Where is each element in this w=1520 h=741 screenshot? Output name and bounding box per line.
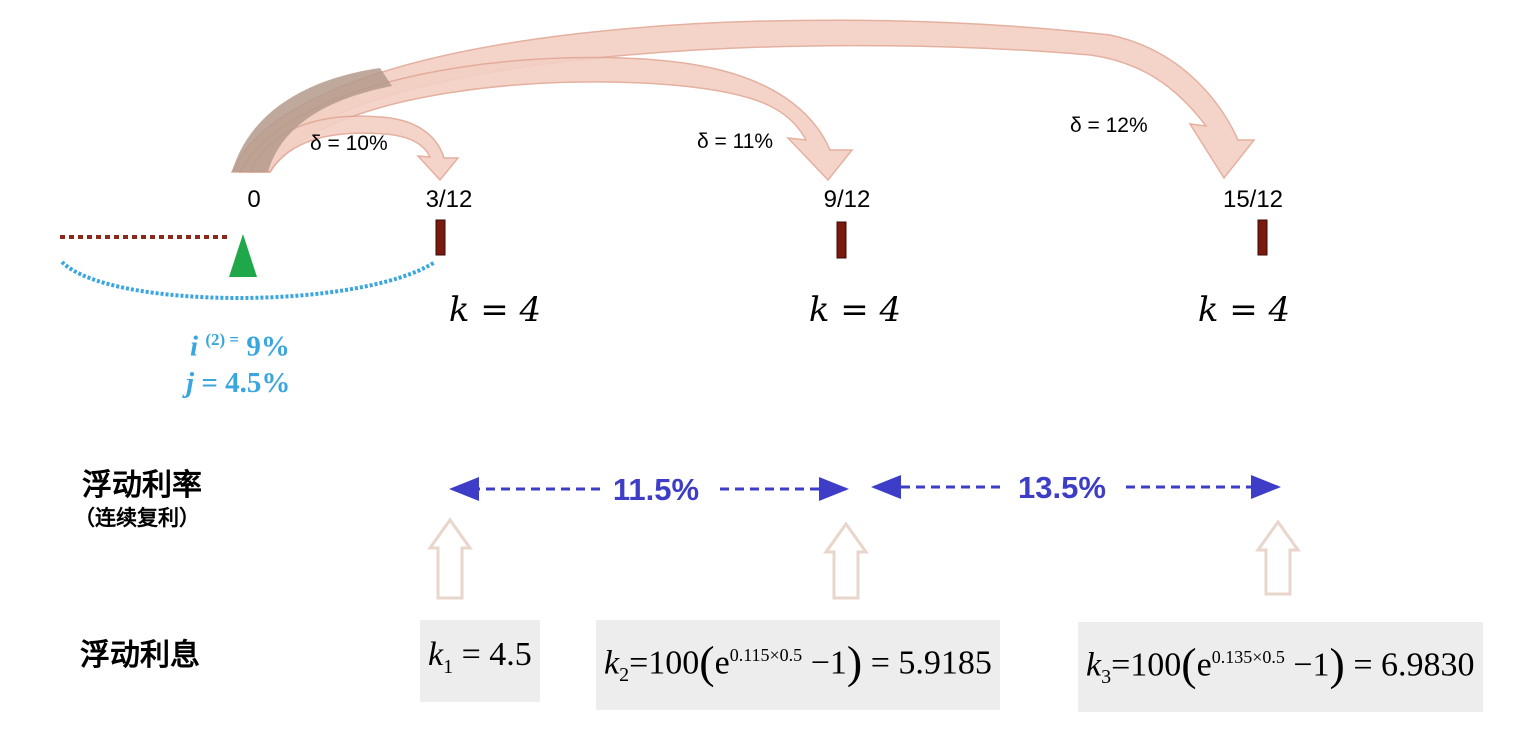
floating-interest-heading: 浮动利息 xyxy=(80,638,200,673)
formula-k1: k1 = 4.5 xyxy=(420,620,540,702)
formula-k2-rparen: ) xyxy=(846,636,863,688)
formula-k2: k2=100(e0.115×0.5 −1) = 5.9185 xyxy=(596,620,1000,711)
nominal-rate-symbol: i xyxy=(190,330,199,363)
time-label-9-12: 9/12 xyxy=(823,186,871,213)
rate-value-2: 13.5% xyxy=(1008,470,1116,506)
up-arrow-2 xyxy=(823,521,869,600)
origin-label: 0 xyxy=(247,186,261,213)
formula-k2-exp: 0.115×0.5 xyxy=(729,645,803,665)
nominal-rate-sup: (2) = xyxy=(205,330,240,349)
rate-value-1: 11.5% xyxy=(602,472,710,508)
formula-k1-sub: 1 xyxy=(443,655,454,678)
formula-k1-expr: = 4.5 xyxy=(461,636,532,673)
nominal-rate: i (2) = 9% xyxy=(190,330,290,364)
floating-rate-heading: 浮动利率 xyxy=(82,468,202,503)
periodic-rate: j = 4.5% xyxy=(186,367,290,400)
tick-marker-15-12 xyxy=(1257,219,1268,256)
formula-k2-lparen: ( xyxy=(699,636,715,688)
floating-rate-subheading: （连续复利） xyxy=(74,506,200,530)
k-label-1: k = 4 xyxy=(448,290,542,330)
periodic-rate-value: = 4.5% xyxy=(201,367,291,399)
formula-k2-var: k xyxy=(604,644,620,682)
formula-k2-expr: =100 xyxy=(629,644,700,682)
formula-k3: k3=100(e0.135×0.5 −1) = 6.9830 xyxy=(1078,622,1483,713)
formula-k3-lparen: ( xyxy=(1181,638,1197,690)
formula-k1-var: k xyxy=(428,636,444,673)
up-arrow-3 xyxy=(1255,519,1301,596)
arc-arrow-to-9-12 xyxy=(238,56,854,182)
delta-label-2: δ = 11% xyxy=(697,130,774,153)
payment-arc xyxy=(60,260,437,300)
formula-k2-result: = 5.9185 xyxy=(870,644,992,682)
formula-k3-exp: 0.135×0.5 xyxy=(1211,647,1285,667)
k-label-3: k = 4 xyxy=(1197,290,1291,330)
time-label-3-12: 3/12 xyxy=(425,186,473,213)
formula-k3-rparen: ) xyxy=(1329,638,1345,690)
arc-arrow-to-3-12 xyxy=(248,115,460,182)
delta-label-1: δ = 10% xyxy=(310,132,388,155)
origin-arc-base xyxy=(232,68,392,172)
delta-label-3: δ = 12% xyxy=(1070,114,1148,137)
up-arrow-1 xyxy=(427,517,473,600)
tick-marker-9-12 xyxy=(836,221,847,259)
formula-k3-expr: =100 xyxy=(1111,646,1182,684)
formula-k3-var: k xyxy=(1086,646,1102,684)
formula-k2-sub: 2 xyxy=(619,664,630,687)
origin-triangle xyxy=(229,234,257,277)
formula-k3-sub: 3 xyxy=(1101,666,1112,689)
k-label-2: k = 4 xyxy=(808,290,902,330)
time-label-15-12: 15/12 xyxy=(1222,186,1284,213)
formula-k3-result: = 6.9830 xyxy=(1353,646,1475,684)
nominal-rate-value: 9% xyxy=(246,330,290,363)
periodic-rate-symbol: j xyxy=(186,367,195,399)
tick-marker-3-12 xyxy=(435,219,446,256)
